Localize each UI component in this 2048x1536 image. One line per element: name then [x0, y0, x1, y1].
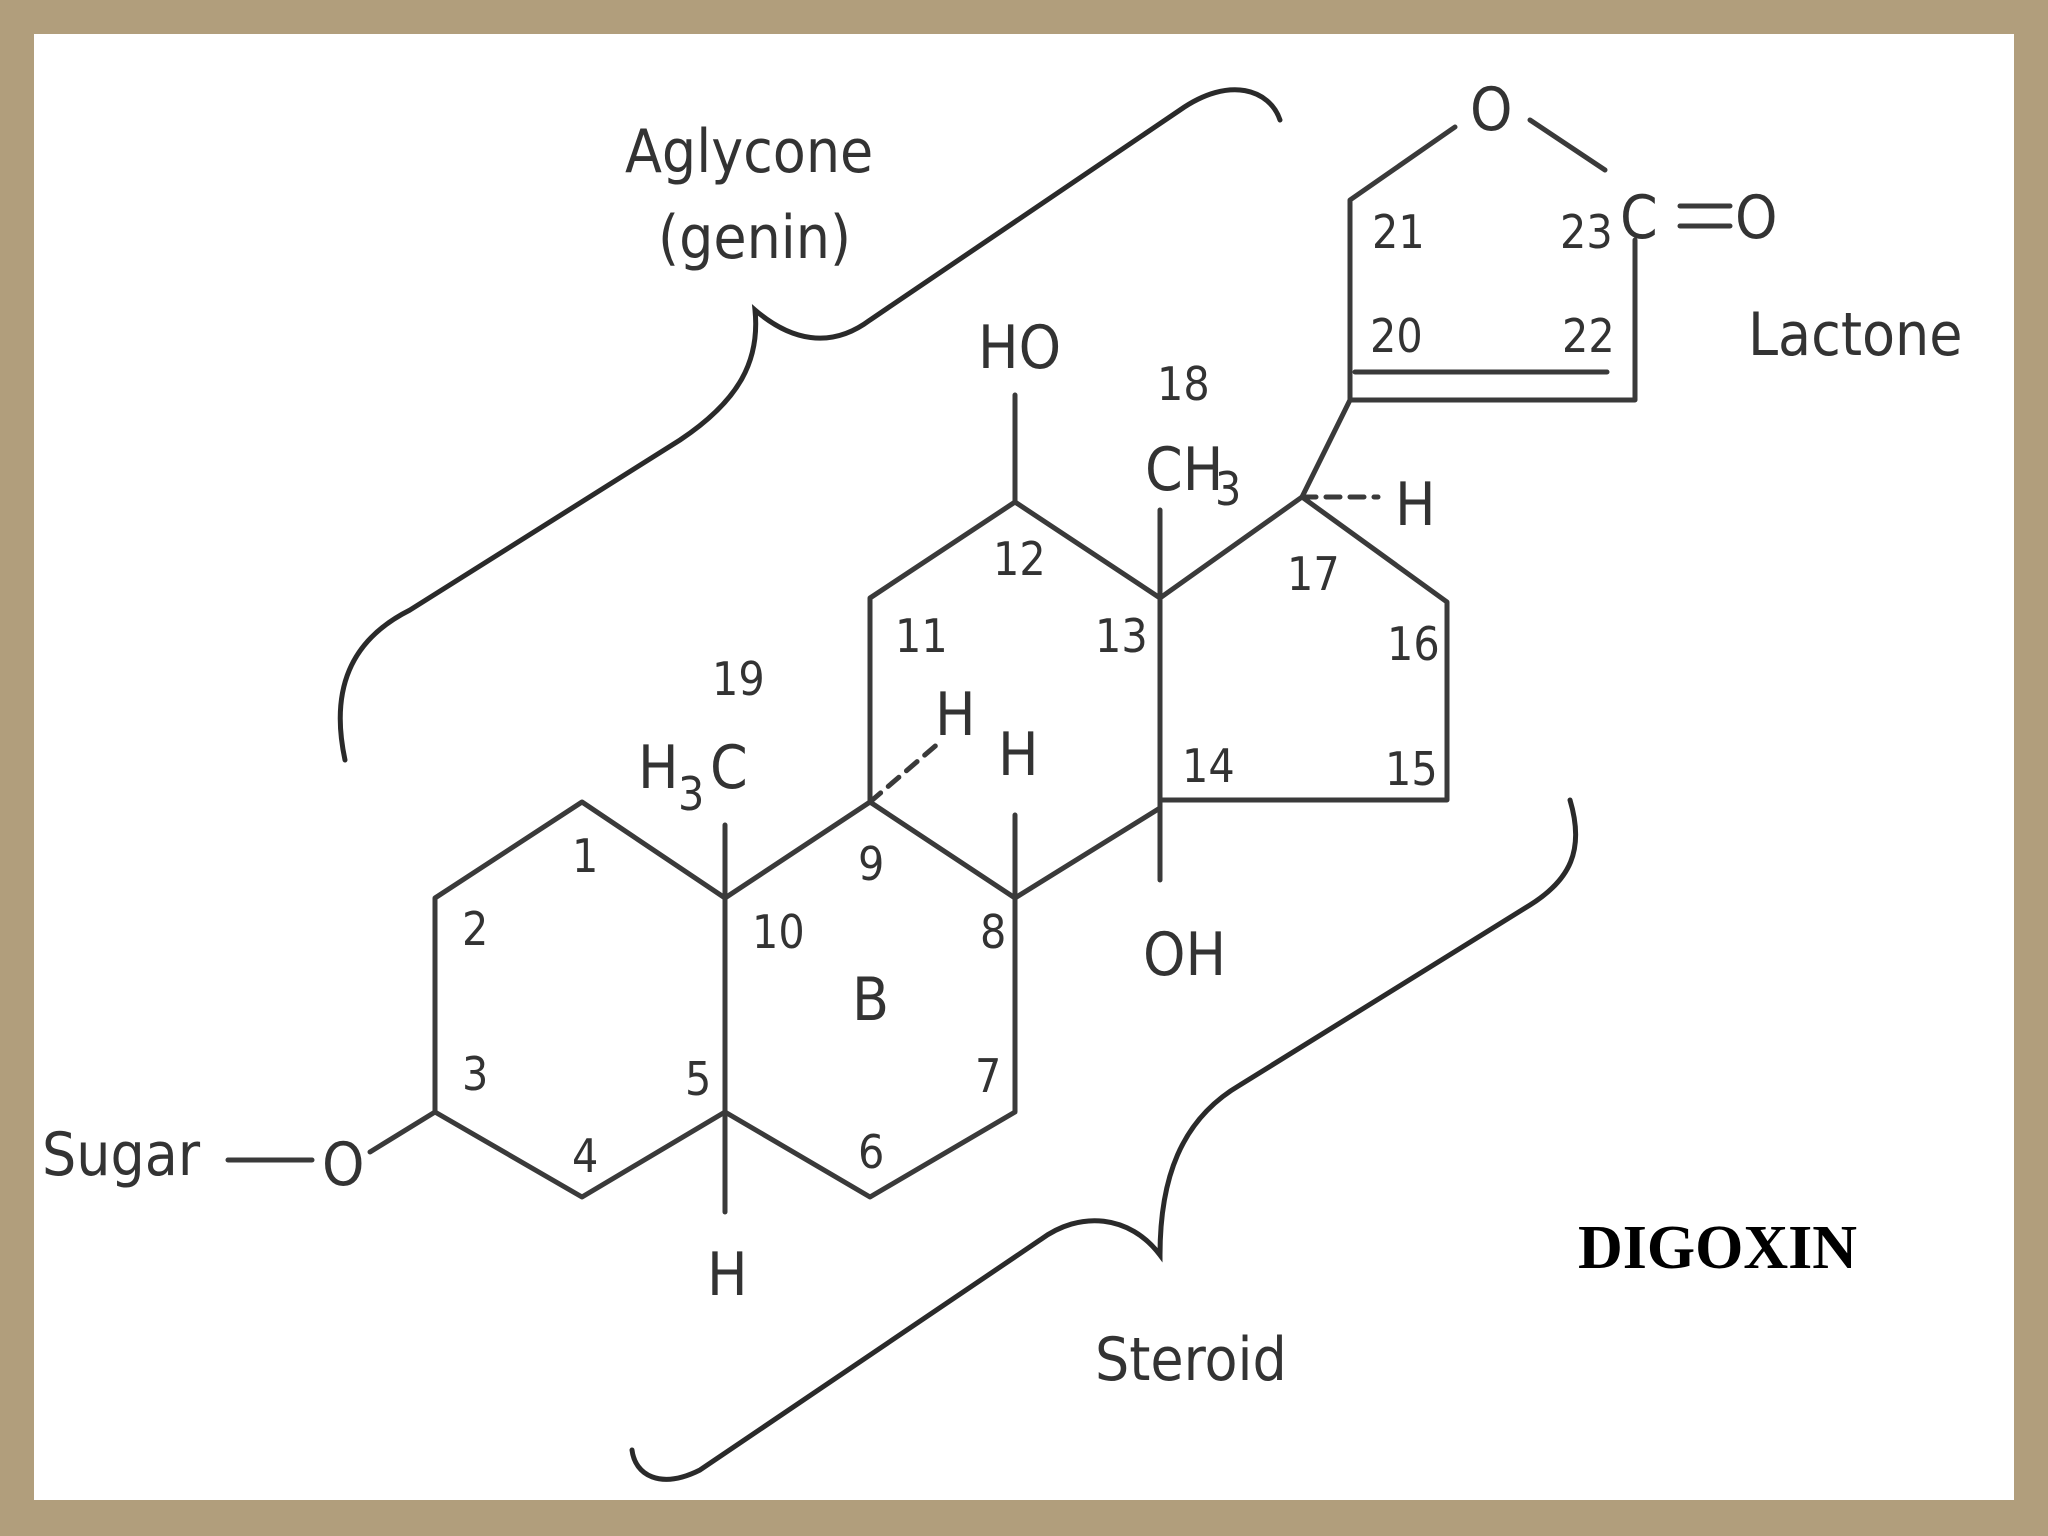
c5-hydrogen: H: [707, 1240, 748, 1310]
c3-o-bond: [367, 1109, 438, 1155]
atom-number-2: 2: [462, 902, 488, 956]
atom-number-3: 3: [462, 1047, 488, 1101]
digoxin-title: DIGOXIN: [1578, 1214, 1857, 1282]
atom-number-8: 8: [980, 905, 1006, 959]
c14-hydroxyl: OH: [1143, 920, 1226, 990]
lactone-ring-bonds-right: [1527, 117, 1608, 173]
atom-number-19: 19: [712, 652, 765, 706]
atom-number-17: 17: [1287, 547, 1340, 601]
sugar-label: Sugar: [42, 1120, 201, 1190]
atom-number-18: 18: [1157, 357, 1210, 411]
atom-number-4: 4: [572, 1129, 598, 1183]
atom-number-15: 15: [1385, 742, 1438, 796]
atom-number-10: 10: [752, 905, 805, 959]
c8-hydrogen: H: [998, 720, 1039, 790]
steroid-brace: [629, 797, 1579, 1482]
atom-number-6: 6: [858, 1125, 884, 1179]
c19-methyl-c: C: [710, 733, 748, 803]
c17-lactone-bond: [1299, 397, 1353, 500]
atom-number-1: 1: [572, 829, 598, 883]
atom-number-9: 9: [858, 837, 884, 891]
atom-number-11: 11: [895, 609, 948, 663]
bonds: [225, 117, 1733, 1215]
aglycone-label: Aglycone: [625, 117, 873, 187]
ring-d-bonds: [1157, 494, 1450, 803]
c12-hydroxyl: HO: [978, 313, 1061, 383]
carbonyl-oxygen: O: [1735, 183, 1777, 253]
paper: [34, 34, 2014, 1500]
atom-number-20: 20: [1370, 309, 1423, 363]
c17-hydrogen: H: [1395, 470, 1436, 540]
atom-number-5: 5: [685, 1052, 711, 1106]
atom-number-14: 14: [1182, 739, 1235, 793]
lactone-c23-c22: [1347, 237, 1638, 403]
aglycone-brace: [337, 87, 1283, 763]
c19-methyl-subscript: 3: [678, 767, 704, 821]
glycosidic-oxygen: O: [322, 1130, 364, 1200]
lactone-ring-oxygen: O: [1470, 75, 1512, 145]
c18-methyl-subscript: 3: [1215, 462, 1241, 516]
c9-h-dashed-bond: [867, 739, 943, 805]
lactone-ring-bonds: [1347, 124, 1458, 403]
atom-number-21: 21: [1372, 205, 1425, 259]
atom-number-23: 23: [1560, 205, 1613, 259]
atom-number-12: 12: [993, 532, 1046, 586]
lactone-label: Lactone: [1748, 300, 1962, 370]
c19-methyl-h: H: [638, 733, 679, 803]
ring-b-bonds: [722, 799, 1018, 1200]
ring-b-label: B: [852, 965, 889, 1035]
c18-methyl: CH: [1145, 435, 1223, 505]
genin-label: (genin): [658, 203, 851, 273]
atom-number-16: 16: [1387, 617, 1440, 671]
steroid-label: Steroid: [1095, 1325, 1287, 1395]
c23-carbon: C: [1620, 183, 1658, 253]
ring-c-bonds: [867, 499, 1163, 901]
atom-number-7: 7: [975, 1049, 1001, 1103]
atom-number-13: 13: [1095, 609, 1148, 663]
c9-hydrogen: H: [935, 680, 976, 750]
atom-number-22: 22: [1562, 309, 1615, 363]
